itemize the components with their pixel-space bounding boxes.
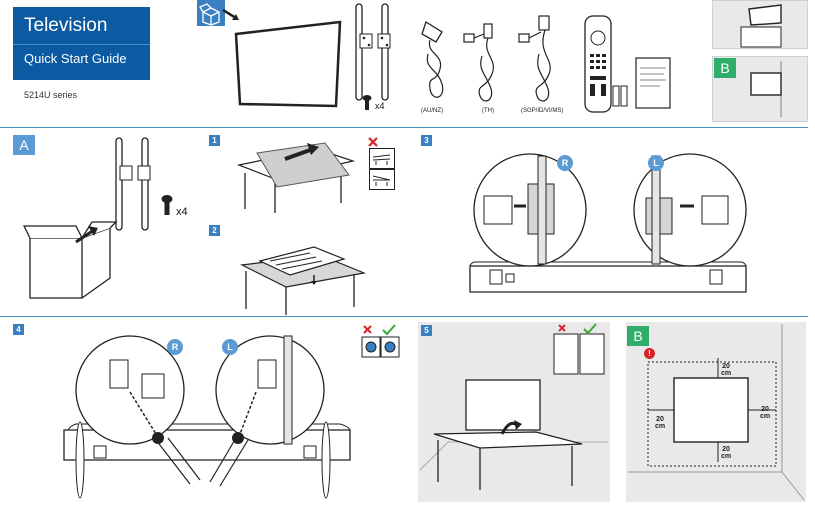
stand-legs-a-illustration	[115, 137, 151, 231]
incorrect-icon	[368, 137, 378, 147]
section-divider-top	[0, 127, 808, 128]
page-title: Television	[24, 15, 108, 36]
clearance-left-value: 20	[656, 416, 664, 423]
tv-flat-incorrect-icon	[369, 148, 395, 169]
step-5-badge: 5	[421, 325, 432, 336]
right-label-step-3: R	[557, 155, 573, 171]
clearance-bottom-unit: cm	[720, 453, 732, 460]
tv-flat-correct-icon	[369, 169, 395, 190]
badge-option-b-bottom: B	[627, 326, 649, 346]
clearance-right: 20 cm	[758, 406, 772, 420]
clearance-bottom: 20 cm	[719, 446, 733, 460]
step-4-illustration	[63, 335, 351, 499]
cable-label-au: (AU/NZ)	[421, 108, 443, 114]
clearance-left: 20 cm	[653, 416, 667, 430]
power-cable-au-icon	[421, 21, 444, 98]
power-cable-sgp-icon	[518, 15, 551, 102]
series-label: 5214U series	[24, 90, 78, 100]
batteries-icon	[612, 85, 628, 107]
incorrect-correct-icons	[361, 324, 400, 358]
step-5-dont-do-icons	[558, 323, 597, 335]
cable-label-sgp: (SGP/ID/VI/MS)	[521, 108, 564, 114]
page-subtitle: Quick Start Guide	[24, 51, 127, 66]
clearance-right-unit: cm	[759, 413, 771, 420]
stand-legs-illustration	[355, 3, 391, 101]
power-cable-th-icon	[463, 23, 494, 102]
screw-count-a: x4	[176, 206, 188, 218]
step-2-illustration	[239, 246, 367, 315]
open-box-icon	[197, 0, 225, 26]
left-label-step-4: L	[222, 339, 238, 355]
cable-label-th: (TH)	[482, 108, 494, 114]
screw-icon	[362, 95, 372, 110]
clearance-top: 20 cm	[719, 363, 733, 377]
warning-icon: !	[644, 348, 655, 359]
step-3-badge: 3	[421, 135, 432, 146]
option-a-thumb	[712, 0, 808, 49]
right-label-step-4: R	[167, 339, 183, 355]
arrow-icon	[222, 8, 239, 20]
badge-section-a: A	[13, 135, 35, 155]
section-divider-middle	[0, 316, 808, 317]
tv-box-illustration	[22, 221, 118, 299]
clearance-right-value: 20	[761, 406, 769, 413]
clearance-top-value: 20	[722, 363, 730, 370]
wall-mount-panel	[626, 322, 806, 502]
clearance-bottom-value: 20	[722, 446, 730, 453]
badge-option-b-top: B	[714, 58, 736, 78]
header-block	[13, 7, 150, 80]
clearance-left-unit: cm	[654, 423, 666, 430]
step-5-panel	[418, 322, 610, 502]
step-2-badge: 2	[209, 225, 220, 236]
left-label-step-3: L	[648, 155, 664, 171]
step-1-badge: 1	[209, 135, 220, 146]
screw-a-icon	[161, 195, 173, 215]
clearance-top-unit: cm	[720, 370, 732, 377]
tv-illustration	[234, 20, 342, 108]
step-4-badge: 4	[13, 324, 24, 335]
header-divider	[13, 44, 150, 45]
quick-start-booklet-icon	[635, 57, 671, 109]
remote-control-icon	[584, 15, 612, 113]
step-1-illustration	[236, 142, 356, 213]
step-3-illustration	[469, 153, 747, 293]
screw-count: x4	[375, 101, 385, 111]
